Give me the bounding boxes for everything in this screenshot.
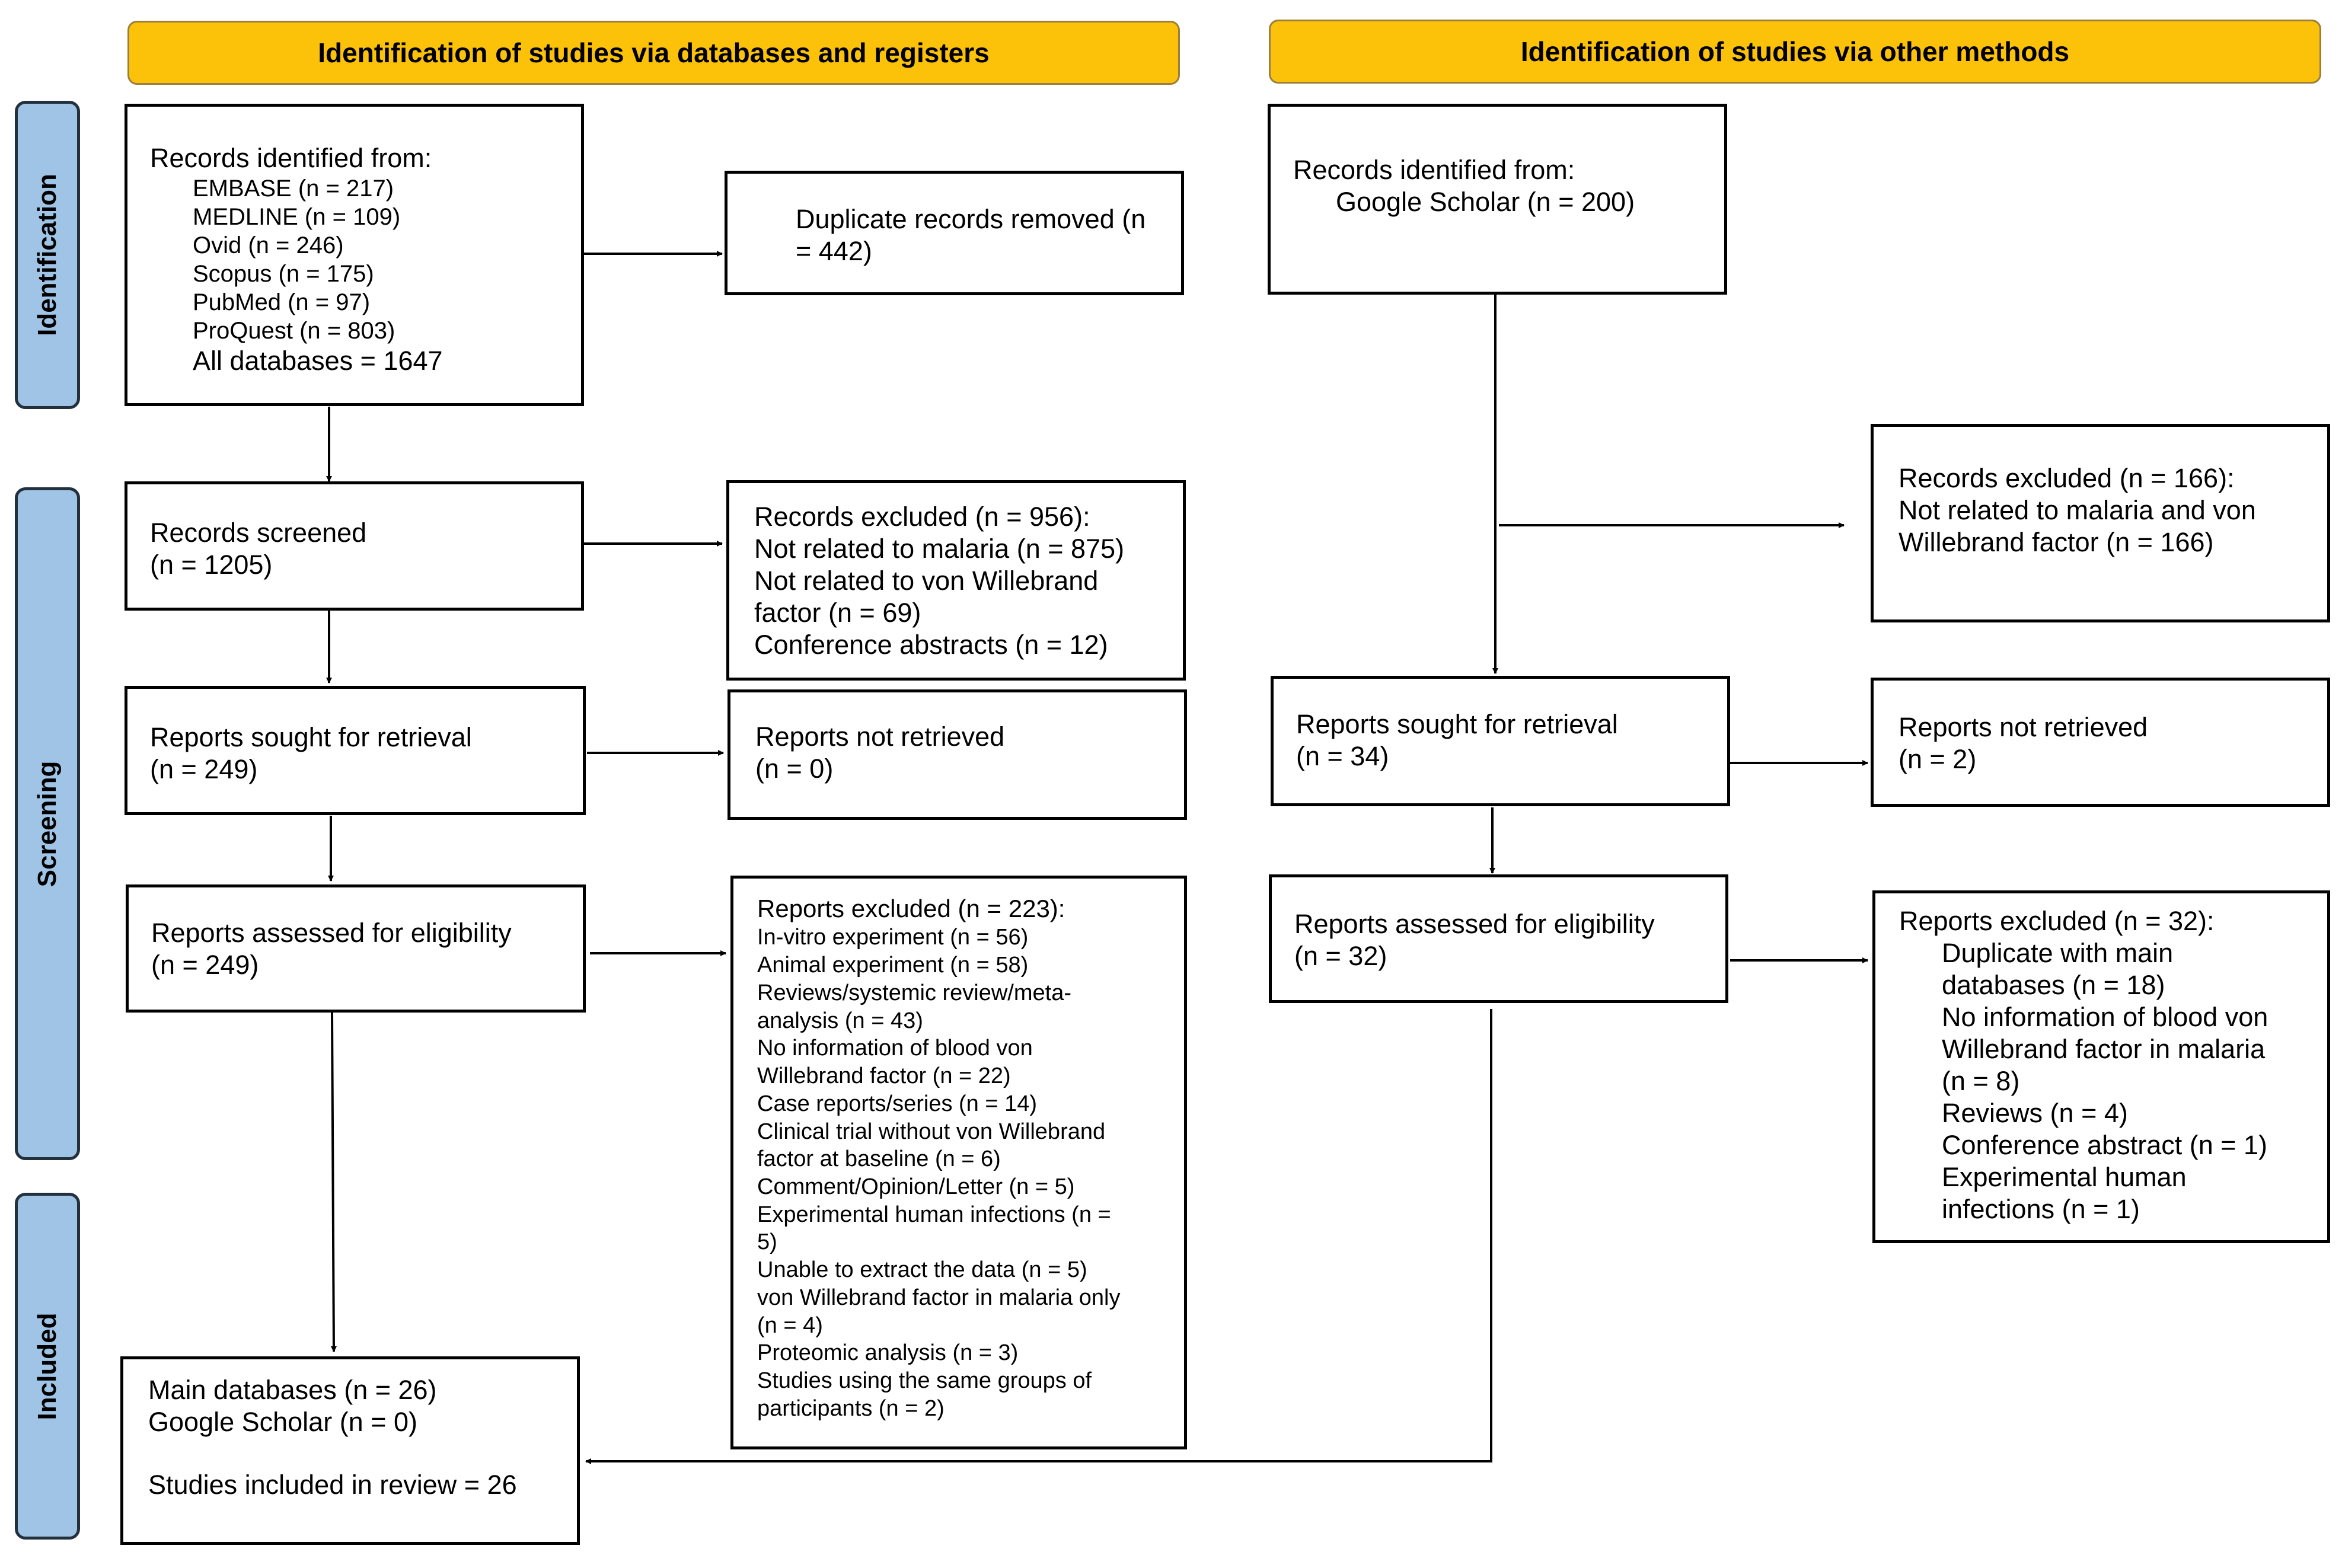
box-other-reports-sought: Reports sought for retrieval (n = 34) xyxy=(1271,676,1730,806)
not-retrieved-line-1: Reports not retrieved xyxy=(755,721,1005,752)
source-proquest: ProQuest (n = 803) xyxy=(193,318,395,344)
records-screened-line-1: Records screened xyxy=(150,518,367,548)
other-reports-excluded-item: Conference abstract (n = 1) xyxy=(1942,1130,2268,1160)
included-google-scholar: Google Scholar (n = 0) xyxy=(148,1407,417,1437)
source-scopus: Scopus (n = 175) xyxy=(193,261,374,287)
reports-excluded-item: 5) xyxy=(757,1230,777,1255)
reports-excluded-item: In-vitro experiment (n = 56) xyxy=(757,925,1029,950)
source-google-scholar: Google Scholar (n = 200) xyxy=(1336,187,1635,217)
box-reports-excluded: Reports excluded (n = 223): In-vitro exp… xyxy=(730,876,1187,1449)
not-retrieved-line-2: (n = 0) xyxy=(755,753,834,784)
box-reports-assessed: Reports assessed for eligibility (n = 24… xyxy=(126,884,586,1013)
source-pubmed: PubMed (n = 97) xyxy=(193,289,371,315)
reports-excluded-item: Studies using the same groups of xyxy=(757,1368,1092,1394)
other-records-identified-lead: Records identified from: xyxy=(1293,155,1575,185)
other-not-retrieved-line-2: (n = 2) xyxy=(1899,744,1977,774)
records-excluded-line-3: Not related to von Willebrand xyxy=(754,566,1099,596)
header-databases: Identification of studies via databases … xyxy=(127,21,1180,85)
other-reports-assessed-line-2: (n = 32) xyxy=(1294,941,1387,971)
source-embase: EMBASE (n = 217) xyxy=(193,175,394,202)
reports-excluded-item: Proteomic analysis (n = 3) xyxy=(757,1340,1019,1366)
other-reports-sought-line-1: Reports sought for retrieval xyxy=(1296,709,1618,739)
other-reports-excluded-item: databases (n = 18) xyxy=(1942,970,2165,1000)
reports-excluded-item: Reviews/systemic review/meta- xyxy=(757,980,1071,1005)
box-records-excluded: Records excluded (n = 956): Not related … xyxy=(726,480,1186,681)
included-spacer xyxy=(148,1438,554,1469)
box-other-records-identified: Records identified from: Google Scholar … xyxy=(1268,104,1727,295)
records-excluded-line-5: Conference abstracts (n = 12) xyxy=(754,630,1108,660)
stage-identification: Identification xyxy=(15,101,80,409)
records-excluded-line-1: Records excluded (n = 956): xyxy=(754,502,1090,532)
reports-excluded-item: Unable to extract the data (n = 5) xyxy=(757,1257,1087,1283)
other-reports-assessed-line-1: Reports assessed for eligibility xyxy=(1294,909,1655,939)
box-records-screened: Records screened (n = 1205) xyxy=(125,481,584,611)
records-excluded-line-4: factor (n = 69) xyxy=(754,598,921,628)
reports-sought-line-1: Reports sought for retrieval xyxy=(150,722,472,752)
arrow-assessed-to-included xyxy=(330,1012,337,1352)
other-reports-excluded-item: Experimental human xyxy=(1942,1162,2187,1192)
box-other-reports-assessed: Reports assessed for eligibility (n = 32… xyxy=(1269,874,1728,1003)
stage-included: Included xyxy=(15,1193,80,1540)
other-reports-excluded-item: (n = 8) xyxy=(1942,1066,2020,1096)
included-main-databases: Main databases (n = 26) xyxy=(148,1375,437,1405)
other-reports-excluded-item: No information of blood von xyxy=(1942,1002,2268,1032)
box-other-reports-excluded: Reports excluded (n = 32): Duplicate wit… xyxy=(1872,890,2330,1243)
reports-excluded-lead: Reports excluded (n = 223): xyxy=(757,895,1065,922)
records-identified-lead: Records identified from: xyxy=(150,143,432,173)
arrow-other-to-included xyxy=(585,1009,1492,1464)
reports-excluded-item: Experimental human infections (n = xyxy=(757,1202,1111,1227)
other-records-excluded-line-3: Willebrand factor (n = 166) xyxy=(1899,527,2214,557)
other-reports-excluded-item: Willebrand factor in malaria xyxy=(1942,1034,2266,1064)
reports-excluded-item: Willebrand factor (n = 22) xyxy=(757,1064,1011,1089)
other-reports-sought-line-2: (n = 34) xyxy=(1296,741,1389,771)
reports-excluded-item: No information of blood von xyxy=(757,1036,1033,1061)
other-reports-excluded-item: Reviews (n = 4) xyxy=(1942,1098,2128,1128)
box-studies-included: Main databases (n = 26) Google Scholar (… xyxy=(120,1356,580,1545)
source-ovid: Ovid (n = 246) xyxy=(193,232,344,258)
box-reports-sought: Reports sought for retrieval (n = 249) xyxy=(125,686,586,815)
reports-excluded-item: participants (n = 2) xyxy=(757,1395,945,1421)
other-not-retrieved-line-1: Reports not retrieved xyxy=(1899,712,2148,742)
duplicates-line-1: Duplicate records removed (n xyxy=(796,204,1146,234)
reports-assessed-line-2: (n = 249) xyxy=(151,950,259,980)
box-other-reports-not-retrieved: Reports not retrieved (n = 2) xyxy=(1871,678,2330,807)
other-records-excluded-line-1: Records excluded (n = 166): xyxy=(1899,463,2235,493)
box-other-records-excluded: Records excluded (n = 166): Not related … xyxy=(1871,424,2330,622)
box-duplicates-removed: Duplicate records removed (n = 442) xyxy=(725,171,1184,295)
reports-assessed-line-1: Reports assessed for eligibility xyxy=(151,918,512,948)
reports-excluded-item: Clinical trial without von Willebrand xyxy=(757,1119,1106,1144)
reports-excluded-item: von Willebrand factor in malaria only xyxy=(757,1285,1121,1310)
stage-screening: Screening xyxy=(15,487,80,1160)
all-databases-total: All databases = 1647 xyxy=(193,346,443,376)
other-reports-excluded-item: infections (n = 1) xyxy=(1942,1194,2140,1224)
box-reports-not-retrieved: Reports not retrieved (n = 0) xyxy=(728,689,1187,820)
reports-sought-line-2: (n = 249) xyxy=(150,754,258,784)
duplicates-line-2: = 442) xyxy=(796,236,872,266)
reports-excluded-item: Comment/Opinion/Letter (n = 5) xyxy=(757,1174,1075,1199)
source-medline: MEDLINE (n = 109) xyxy=(193,204,401,230)
reports-excluded-item: Case reports/series (n = 14) xyxy=(757,1091,1038,1116)
reports-excluded-item: Animal experiment (n = 58) xyxy=(757,953,1029,978)
other-reports-excluded-item: Duplicate with main xyxy=(1942,938,2174,968)
box-records-identified: Records identified from: EMBASE (n = 217… xyxy=(125,104,584,406)
included-total: Studies included in review = 26 xyxy=(148,1470,517,1500)
records-screened-line-2: (n = 1205) xyxy=(150,550,273,580)
other-records-excluded-line-2: Not related to malaria and von xyxy=(1899,495,2256,525)
reports-excluded-item: (n = 4) xyxy=(757,1312,823,1338)
reports-excluded-item: analysis (n = 43) xyxy=(757,1008,923,1033)
records-excluded-line-2: Not related to malaria (n = 875) xyxy=(754,534,1125,564)
header-other-methods: Identification of studies via other meth… xyxy=(1269,20,2321,84)
other-reports-excluded-lead: Reports excluded (n = 32): xyxy=(1899,906,2215,936)
reports-excluded-item: factor at baseline (n = 6) xyxy=(757,1147,1001,1172)
